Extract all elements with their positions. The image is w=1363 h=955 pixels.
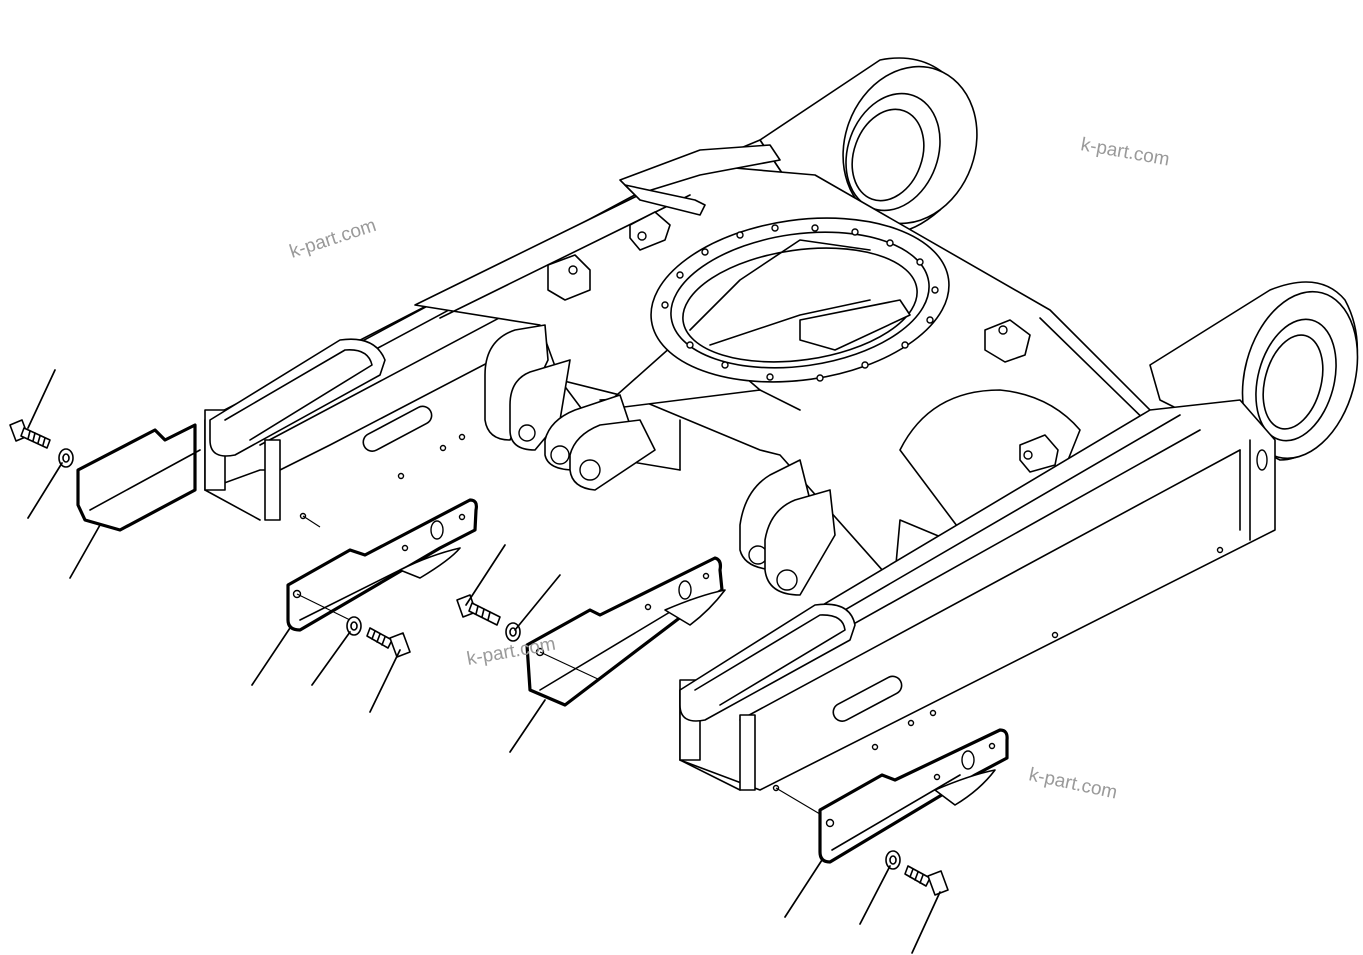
bolt-set-1 [9,419,74,468]
watermark-2: k-part.com [287,215,379,263]
bolt-set-3 [456,594,521,642]
leader-lines [27,369,941,954]
boom-lugs [484,324,971,596]
bolt-set-2 [346,616,411,658]
right-side-frame [679,399,1276,821]
center-frame [414,144,1181,591]
guard-plate-front-right [818,728,1009,864]
guard-plate-center-left [286,498,478,632]
watermark-1: k-part.com [1079,134,1171,170]
watermark-4: k-part.com [1027,764,1119,803]
swing-bolt-holes [661,224,939,382]
guard-plate-center-right [525,556,726,707]
guard-plate-rear-left [76,423,201,532]
bolt-set-4 [885,850,949,896]
